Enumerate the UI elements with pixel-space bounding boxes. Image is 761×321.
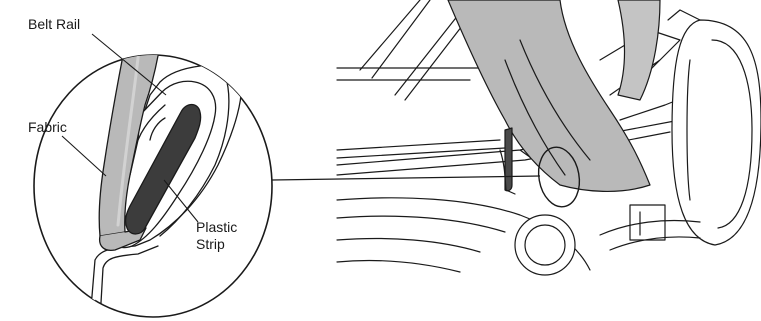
- leader-plastic-strip: [163, 179, 199, 223]
- rail-hook: [137, 104, 166, 141]
- stroller-overview: [336, 0, 761, 276]
- leader-fabric: [61, 135, 107, 177]
- wheel: [667, 9, 761, 246]
- seat-back-fabric: [447, 0, 651, 192]
- leader-belt-rail: [91, 33, 167, 96]
- lower-body-curve: [336, 197, 701, 273]
- wheel-hub: [514, 214, 576, 276]
- fabric-band: [98, 55, 163, 237]
- rail-frame-right: [159, 74, 230, 237]
- label-belt-rail: Belt Rail: [28, 16, 80, 32]
- plastic-strip: [124, 103, 202, 235]
- label-plastic-strip-line1: Plastic: [196, 219, 237, 235]
- rail-body-inner: [99, 245, 159, 317]
- frame-rail-horizontal: [336, 67, 506, 159]
- seat-back-fold: [504, 39, 591, 176]
- seat-base-platform: [336, 119, 681, 181]
- zoom-focus-ellipse: [537, 146, 581, 208]
- zoom-connector-line: [271, 175, 541, 181]
- label-fabric: Fabric: [28, 119, 67, 135]
- frame-tube-upper: [359, 0, 483, 101]
- shoulder-strap: [617, 0, 661, 101]
- rail-tuck-small: [499, 149, 516, 195]
- side-bracket: [629, 204, 666, 241]
- fabric-highlight: [116, 55, 142, 227]
- detail-magnifier: [33, 33, 273, 318]
- label-plastic-strip-line2: Strip: [196, 236, 225, 252]
- fabric-tuck-small: [504, 127, 513, 192]
